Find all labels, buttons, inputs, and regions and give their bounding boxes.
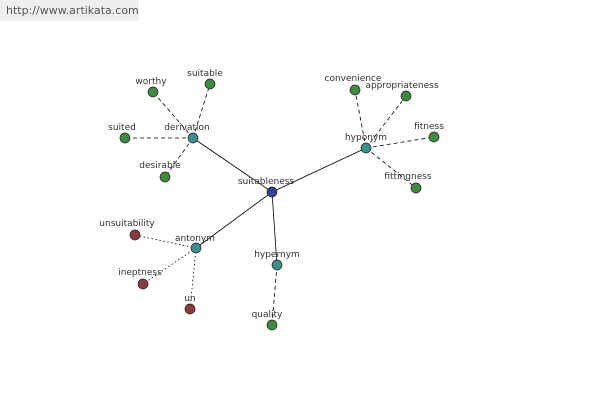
edge-hyponym-convenience	[354, 89, 367, 149]
word-node-un[interactable]	[184, 303, 196, 315]
relation-label-antonym: antonym	[175, 234, 215, 244]
relation-label-hypernym: hypernym	[254, 250, 300, 260]
relation-label-derivation: derivation	[164, 123, 210, 133]
word-label-suitable: suitable	[187, 69, 223, 79]
word-label-suited: suited	[108, 123, 136, 133]
word-node-fitness[interactable]	[428, 131, 440, 143]
word-node-suitable[interactable]	[204, 78, 216, 90]
edge-hyponym-fittingness	[365, 147, 417, 189]
word-label-unsuitability: unsuitability	[99, 219, 155, 229]
word-label-convenience: convenience	[325, 74, 382, 84]
edge-derivation-suitable	[192, 83, 211, 139]
relation-node-hyponym[interactable]	[360, 142, 372, 154]
labels: worthy suitable suited desirable derivation c…	[99, 69, 444, 320]
word-node-desirable[interactable]	[159, 171, 171, 183]
word-node-ineptness[interactable]	[137, 278, 149, 290]
word-label-fittingness: fittingness	[384, 172, 432, 182]
word-label-un: un	[184, 294, 195, 304]
word-node-appropriateness[interactable]	[400, 90, 412, 102]
relation-node-derivation[interactable]	[187, 132, 199, 144]
word-node-unsuitability[interactable]	[129, 229, 141, 241]
word-label-ineptness: ineptness	[118, 268, 162, 278]
relation-node-hypernym[interactable]	[271, 259, 283, 271]
word-node-quality[interactable]	[266, 319, 278, 331]
relation-label-hyponym: hyponym	[345, 133, 387, 143]
edges	[125, 83, 435, 326]
word-label-appropriateness: appropriateness	[365, 81, 438, 91]
edge-derivation-worthy	[152, 91, 194, 139]
word-label-fitness: fitness	[414, 122, 444, 132]
word-node-suited[interactable]	[119, 132, 131, 144]
edge-antonym-ineptness	[142, 247, 197, 285]
source-url[interactable]: http://www.artikata.com	[0, 0, 139, 21]
edge-derivation	[192, 137, 273, 193]
word-node-worthy[interactable]	[147, 86, 159, 98]
center-node[interactable]	[266, 186, 278, 198]
edge-antonym	[195, 191, 273, 249]
edge-hyponym	[271, 147, 367, 193]
relation-node-antonym[interactable]	[190, 242, 202, 254]
word-node-convenience[interactable]	[349, 84, 361, 96]
word-label-desirable: desirable	[139, 161, 181, 171]
edge-hyponym-appropriateness	[365, 95, 407, 149]
word-node-fittingness[interactable]	[410, 182, 422, 194]
word-label-quality: quality	[252, 310, 283, 320]
center-label: suitableness	[238, 177, 295, 187]
edge-hyponym-fitness	[365, 136, 435, 149]
edge-hypernym-quality	[271, 264, 278, 326]
word-label-worthy: worthy	[135, 77, 167, 87]
nodes	[119, 78, 440, 331]
edge-derivation-desirable	[164, 137, 194, 178]
edge-hypernym	[271, 191, 278, 266]
